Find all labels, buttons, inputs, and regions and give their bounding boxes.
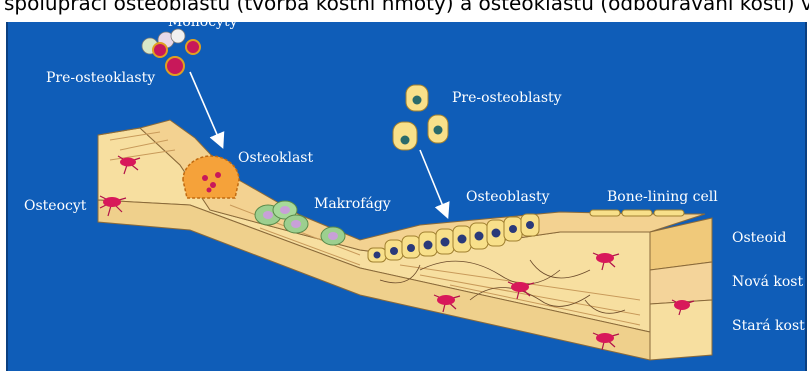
label-pre-osteoklasty: Pre-osteoklasty [46, 70, 155, 86]
new-bone-layer [650, 262, 712, 304]
osteoclast-icon [183, 156, 239, 198]
label-pre-osteoblasty: Pre-osteoblasty [452, 90, 562, 106]
label-stara-kost: Stará kost [732, 318, 805, 334]
arrow-preosteoblasts-to-osteoblasts [420, 150, 447, 216]
label-nova-kost: Nová kost [732, 274, 803, 290]
label-osteoid: Osteoid [732, 230, 786, 246]
label-monocyty: Monocyty [168, 14, 238, 30]
label-bone-lining-cell: Bone-lining cell [607, 189, 718, 205]
label-makrofagy: Makrofágy [314, 196, 391, 212]
monocytes-cluster [142, 29, 200, 75]
label-osteoklast: Osteoklast [238, 150, 313, 166]
label-osteocyt: Osteocyt [24, 198, 86, 214]
label-osteoblasty: Osteoblasty [466, 189, 550, 205]
pre-osteoblasts-cluster [393, 85, 448, 150]
arrow-monocytes-to-osteoclast [190, 72, 222, 146]
